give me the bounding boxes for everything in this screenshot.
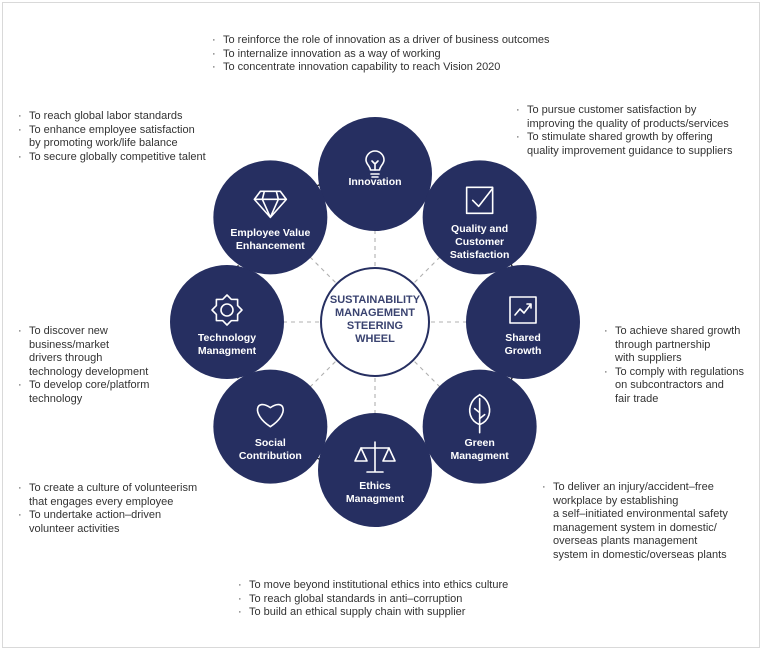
- node-label-line: Customer: [455, 236, 505, 249]
- goals-list-quality: To pursue customer satisfaction by impro…: [516, 104, 756, 158]
- center-circle: [320, 267, 430, 377]
- node-social: [213, 369, 328, 484]
- growth-chart-icon: [509, 296, 537, 324]
- goal-item: To reach global standards in anti–corrup…: [238, 593, 568, 607]
- center-title-line: MANAGEMENT: [334, 307, 416, 319]
- node-employee: [213, 160, 328, 275]
- node-label-line: Green: [464, 436, 495, 449]
- goal-item: To build an ethical supply chain with su…: [238, 606, 568, 620]
- node-label-line: Satisfaction: [449, 249, 510, 262]
- node-shared-growth: [466, 265, 580, 379]
- node-label-line: Social: [254, 436, 286, 449]
- goals-list-shared-growth: To achieve shared growth through partner…: [604, 325, 754, 407]
- node-label-line: Quality and: [451, 223, 509, 236]
- node-ethics: [318, 413, 432, 527]
- node-green: [422, 369, 537, 484]
- goal-item: To achieve shared growth through partner…: [604, 325, 754, 366]
- goal-item: To secure globally competitive talent: [18, 151, 238, 165]
- goals-list-green: To deliver an injury/accident–free workp…: [542, 481, 757, 563]
- goal-item: To undertake action–driven volunteer act…: [18, 509, 228, 536]
- node-label-line: Growth: [504, 345, 542, 357]
- scales-icon: [354, 441, 396, 473]
- goal-item: To reach global labor standards: [18, 110, 238, 124]
- goal-item: To concentrate innovation capability to …: [212, 61, 632, 75]
- node-label-line: Ethics: [359, 480, 391, 492]
- node-label-line: Managment: [197, 345, 257, 357]
- node-label-line: Managment: [450, 449, 509, 462]
- node-technology: [170, 265, 284, 379]
- heart-icon: [256, 403, 284, 428]
- node-innovation: [318, 117, 432, 231]
- node-circle: [422, 160, 537, 275]
- diamond-icon: [253, 190, 288, 219]
- goals-list-ethics: To move beyond institutional ethics into…: [238, 579, 568, 620]
- goal-item: To create a culture of volunteerism that…: [18, 482, 228, 509]
- leaf-icon: [468, 393, 491, 434]
- goal-item: To deliver an injury/accident–free workp…: [542, 481, 757, 563]
- goal-item: To discover new business/market drivers …: [18, 325, 168, 379]
- goals-list-employee: To reach global labor standardsTo enhanc…: [18, 110, 238, 164]
- gear-icon: [211, 294, 243, 326]
- goal-item: To stimulate shared growth by offering q…: [516, 131, 756, 158]
- center-title-line: WHEEL: [355, 333, 395, 345]
- goal-item: To comply with regulations on subcontrac…: [604, 366, 754, 407]
- goal-item: To internalize innovation as a way of wo…: [212, 48, 632, 62]
- node-label-line: Enhancement: [235, 240, 305, 253]
- node-label-line: Shared: [505, 332, 541, 344]
- node-label-line: Technology: [197, 332, 257, 344]
- goal-item: To pursue customer satisfaction by impro…: [516, 104, 756, 131]
- lightbulb-icon: [365, 150, 385, 178]
- node-label-line: Managment: [345, 493, 405, 505]
- goals-list-social: To create a culture of volunteerism that…: [18, 482, 228, 536]
- node-label-line: Employee Value: [230, 227, 311, 240]
- goal-item: To reinforce the role of innovation as a…: [212, 34, 632, 48]
- node-circle: [466, 265, 580, 379]
- goal-item: To develop core/platform technology: [18, 379, 168, 406]
- node-label-line: Innovation: [348, 176, 402, 188]
- center-title-line: SUSTAINABILITY: [329, 294, 421, 306]
- goal-item: To move beyond institutional ethics into…: [238, 579, 568, 593]
- checkbox-icon: [465, 186, 494, 215]
- node-label-innovation: Innovation: [315, 176, 435, 189]
- center-title-line: STEERING: [346, 320, 404, 332]
- goals-list-technology: To discover new business/market drivers …: [18, 325, 168, 407]
- goals-list-innovation: To reinforce the role of innovation as a…: [212, 34, 632, 75]
- goal-item: To enhance employee satisfaction by prom…: [18, 124, 238, 151]
- node-circle: [170, 265, 284, 379]
- node-label-line: Contribution: [238, 449, 302, 462]
- node-quality: [422, 160, 537, 275]
